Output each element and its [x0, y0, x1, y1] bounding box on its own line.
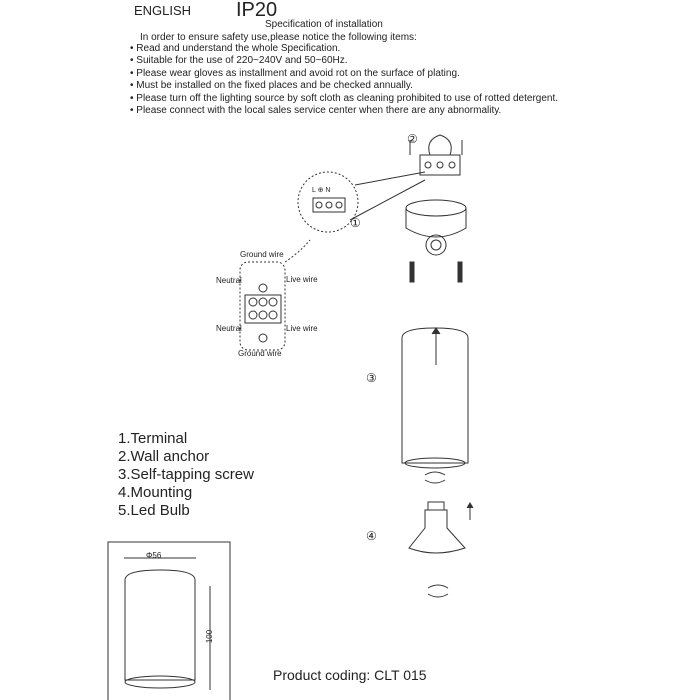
part-item: 1.Terminal	[118, 430, 188, 447]
live-wire-label: Live wire	[286, 324, 318, 333]
mounting-plate	[405, 199, 467, 256]
safety-item: Suitable for the use of 220~240V and 50~…	[130, 55, 558, 67]
safety-item: Read and understand the whole Specificat…	[130, 43, 558, 55]
safety-item: Please wear gloves as installment and av…	[130, 68, 558, 80]
part-item: 3.Self-tapping screw	[118, 466, 254, 483]
terminal-marks: L ⊕ N	[312, 187, 331, 194]
part-item: 5.Led Bulb	[118, 502, 190, 519]
product-code: Product coding: CLT 015	[273, 667, 427, 683]
part-item: 2.Wall anchor	[118, 448, 210, 465]
connector-icon	[409, 134, 463, 176]
terminal-detail	[297, 171, 426, 233]
safety-item: Please turn off the lighting source by s…	[130, 93, 558, 105]
screw-icon	[409, 261, 463, 365]
document-title: Specification of installation	[265, 19, 383, 30]
step-marker: ③	[366, 371, 377, 385]
parts-list: 1.Terminal 2.Wall anchor 3.Self-tapping …	[118, 430, 254, 520]
part-item: 4.Mounting	[118, 484, 193, 501]
lamp-body	[401, 327, 469, 484]
ground-wire-label: Ground wire	[240, 250, 284, 259]
ip-rating: IP20	[236, 0, 278, 21]
step-marker: ②	[407, 132, 418, 146]
safety-item: Must be installed on the fixed places an…	[130, 80, 558, 92]
safety-item: Please connect with the local sales serv…	[130, 105, 558, 117]
neutral-label: Neutral	[216, 324, 242, 333]
wiring-detail	[239, 239, 311, 351]
ground-wire-label: Ground wire	[238, 349, 282, 358]
diameter-label: Φ56	[146, 551, 162, 560]
live-wire-label: Live wire	[286, 275, 318, 284]
led-bulb	[408, 501, 474, 598]
height-label: 100	[205, 629, 215, 644]
safety-list: Read and understand the whole Specificat…	[130, 43, 558, 117]
intro-text: In order to ensure safety use,please not…	[140, 32, 417, 43]
step-marker: ①	[350, 216, 361, 230]
neutral-label: Neutral	[216, 276, 242, 285]
language-label: ENGLISH	[134, 3, 192, 18]
step-marker: ④	[366, 529, 377, 543]
dimension-drawing	[107, 541, 231, 700]
